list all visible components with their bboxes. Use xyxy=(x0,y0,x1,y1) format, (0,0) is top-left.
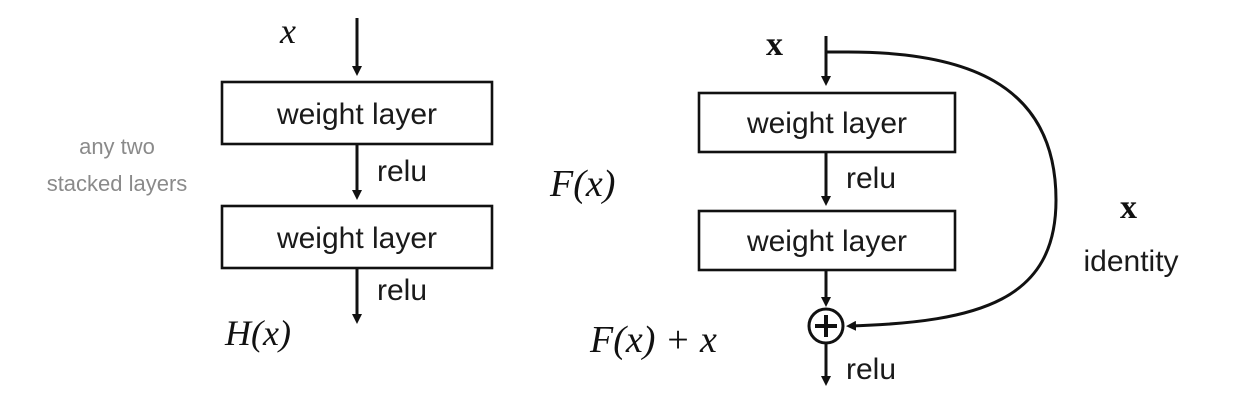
addition-node xyxy=(807,307,845,345)
plain-weight-layer-2 xyxy=(220,204,494,270)
plain-input-label: x xyxy=(279,11,296,51)
residual-weight-layer-1-label: weight layer xyxy=(746,107,907,140)
residual-weight-layer-1 xyxy=(697,91,957,154)
residual-function-label: F(x) xyxy=(549,163,615,205)
residual-block: x weight layer relu F(x) weight layer F(… xyxy=(549,26,1179,386)
residual-weight-layer-2-label: weight layer xyxy=(746,225,907,258)
plain-weight-layer-1-label: weight layer xyxy=(276,98,437,131)
identity-shortcut-label: identity xyxy=(1083,245,1178,278)
plain-relu-1-label: relu xyxy=(377,155,427,188)
identity-shortcut-x-label: x xyxy=(1120,189,1137,226)
plain-output-label: H(x) xyxy=(224,313,291,353)
plain-note-line-1: any two xyxy=(79,134,155,159)
plain-relu-2-label: relu xyxy=(377,274,427,307)
residual-relu-1-label: relu xyxy=(846,162,896,195)
plain-note-line-2: stacked layers xyxy=(47,171,188,196)
residual-output-relu-label: relu xyxy=(846,353,896,386)
plain-block: x weight layer relu weight layer relu H(… xyxy=(47,11,494,353)
plain-weight-layer-2-label: weight layer xyxy=(276,222,437,255)
residual-sum-label: F(x) + x xyxy=(589,319,717,361)
identity-shortcut-path xyxy=(846,50,1058,331)
residual-input-label: x xyxy=(766,26,783,63)
